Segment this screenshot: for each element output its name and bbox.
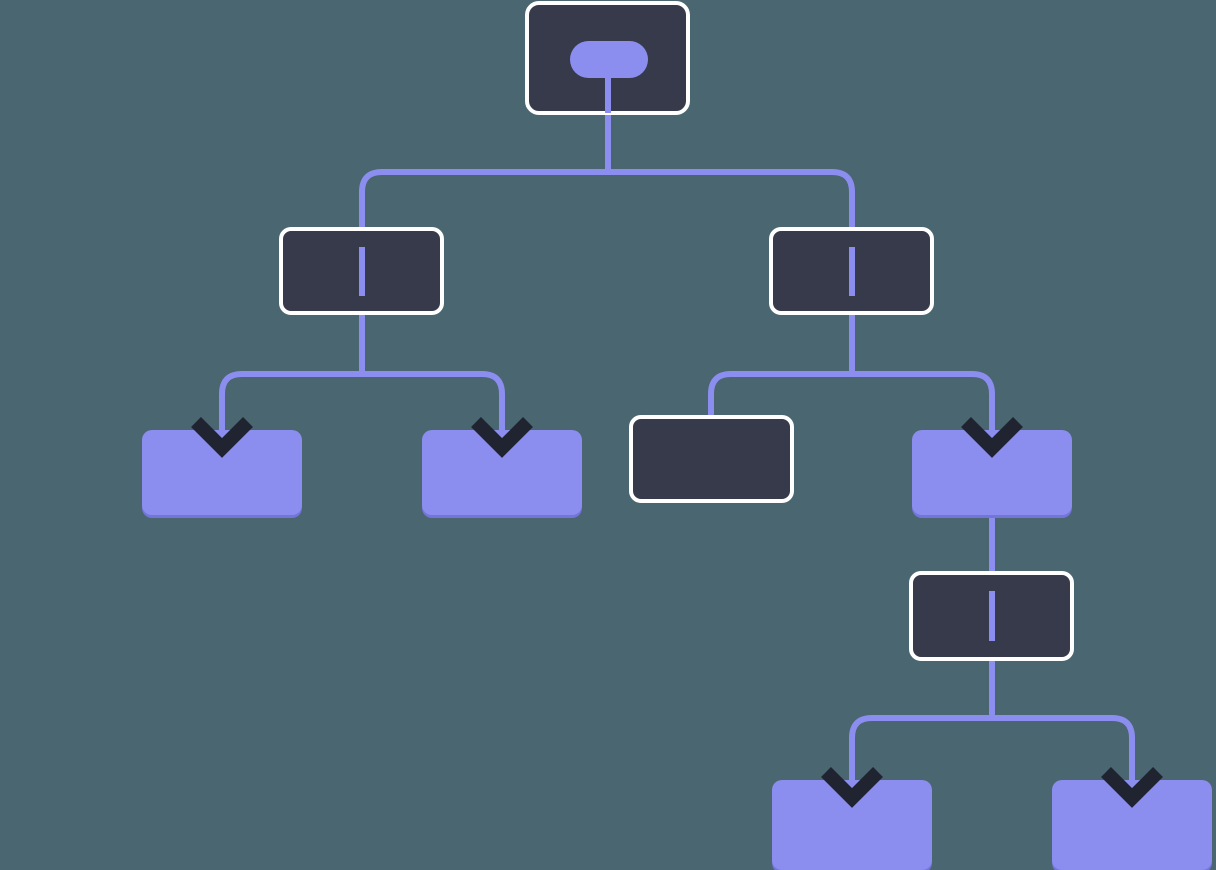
edge-e-r1-rl2 bbox=[708, 371, 852, 420]
arrowhead-a-rr4b bbox=[1101, 767, 1163, 808]
edge-e-root-l1 bbox=[359, 169, 608, 247]
node-n-ll2[interactable] bbox=[142, 430, 302, 518]
node-body[interactable] bbox=[142, 430, 302, 515]
edge-e-l1-lr2 bbox=[362, 371, 505, 440]
edge-e-l1-ll2 bbox=[219, 371, 362, 440]
node-pill-badge[interactable] bbox=[570, 41, 648, 78]
node-n-rr4b[interactable] bbox=[1052, 780, 1212, 870]
arrowhead-a-lr2 bbox=[471, 417, 533, 458]
nodes-layer bbox=[142, 1, 1212, 870]
arrowhead-a-rr4a bbox=[821, 767, 883, 808]
node-body[interactable] bbox=[422, 430, 582, 515]
node-n-rr4a[interactable] bbox=[772, 780, 932, 870]
node-body[interactable] bbox=[772, 780, 932, 870]
edge-e-root-r1 bbox=[608, 169, 855, 247]
edge-e-rr3-rr4b bbox=[992, 715, 1135, 790]
node-n-rr2[interactable] bbox=[912, 430, 1072, 518]
arrowhead-a-ll2 bbox=[191, 417, 253, 458]
node-body[interactable] bbox=[1052, 780, 1212, 870]
node-body[interactable] bbox=[912, 430, 1072, 515]
node-n-lr2[interactable] bbox=[422, 430, 582, 518]
edge-e-r1-rr2 bbox=[852, 371, 995, 440]
node-n-rl2[interactable] bbox=[629, 415, 794, 503]
node-n-rr3[interactable] bbox=[909, 571, 1074, 661]
node-n-r1[interactable] bbox=[769, 227, 934, 315]
edge-e-rr3-rr4a bbox=[849, 715, 992, 790]
edges-layer bbox=[219, 113, 1135, 790]
node-root[interactable] bbox=[525, 1, 690, 115]
node-n-l1[interactable] bbox=[279, 227, 444, 315]
arrowhead-a-rr2 bbox=[961, 417, 1023, 458]
node-body[interactable] bbox=[629, 415, 794, 503]
arrowheads-layer bbox=[191, 417, 1163, 808]
